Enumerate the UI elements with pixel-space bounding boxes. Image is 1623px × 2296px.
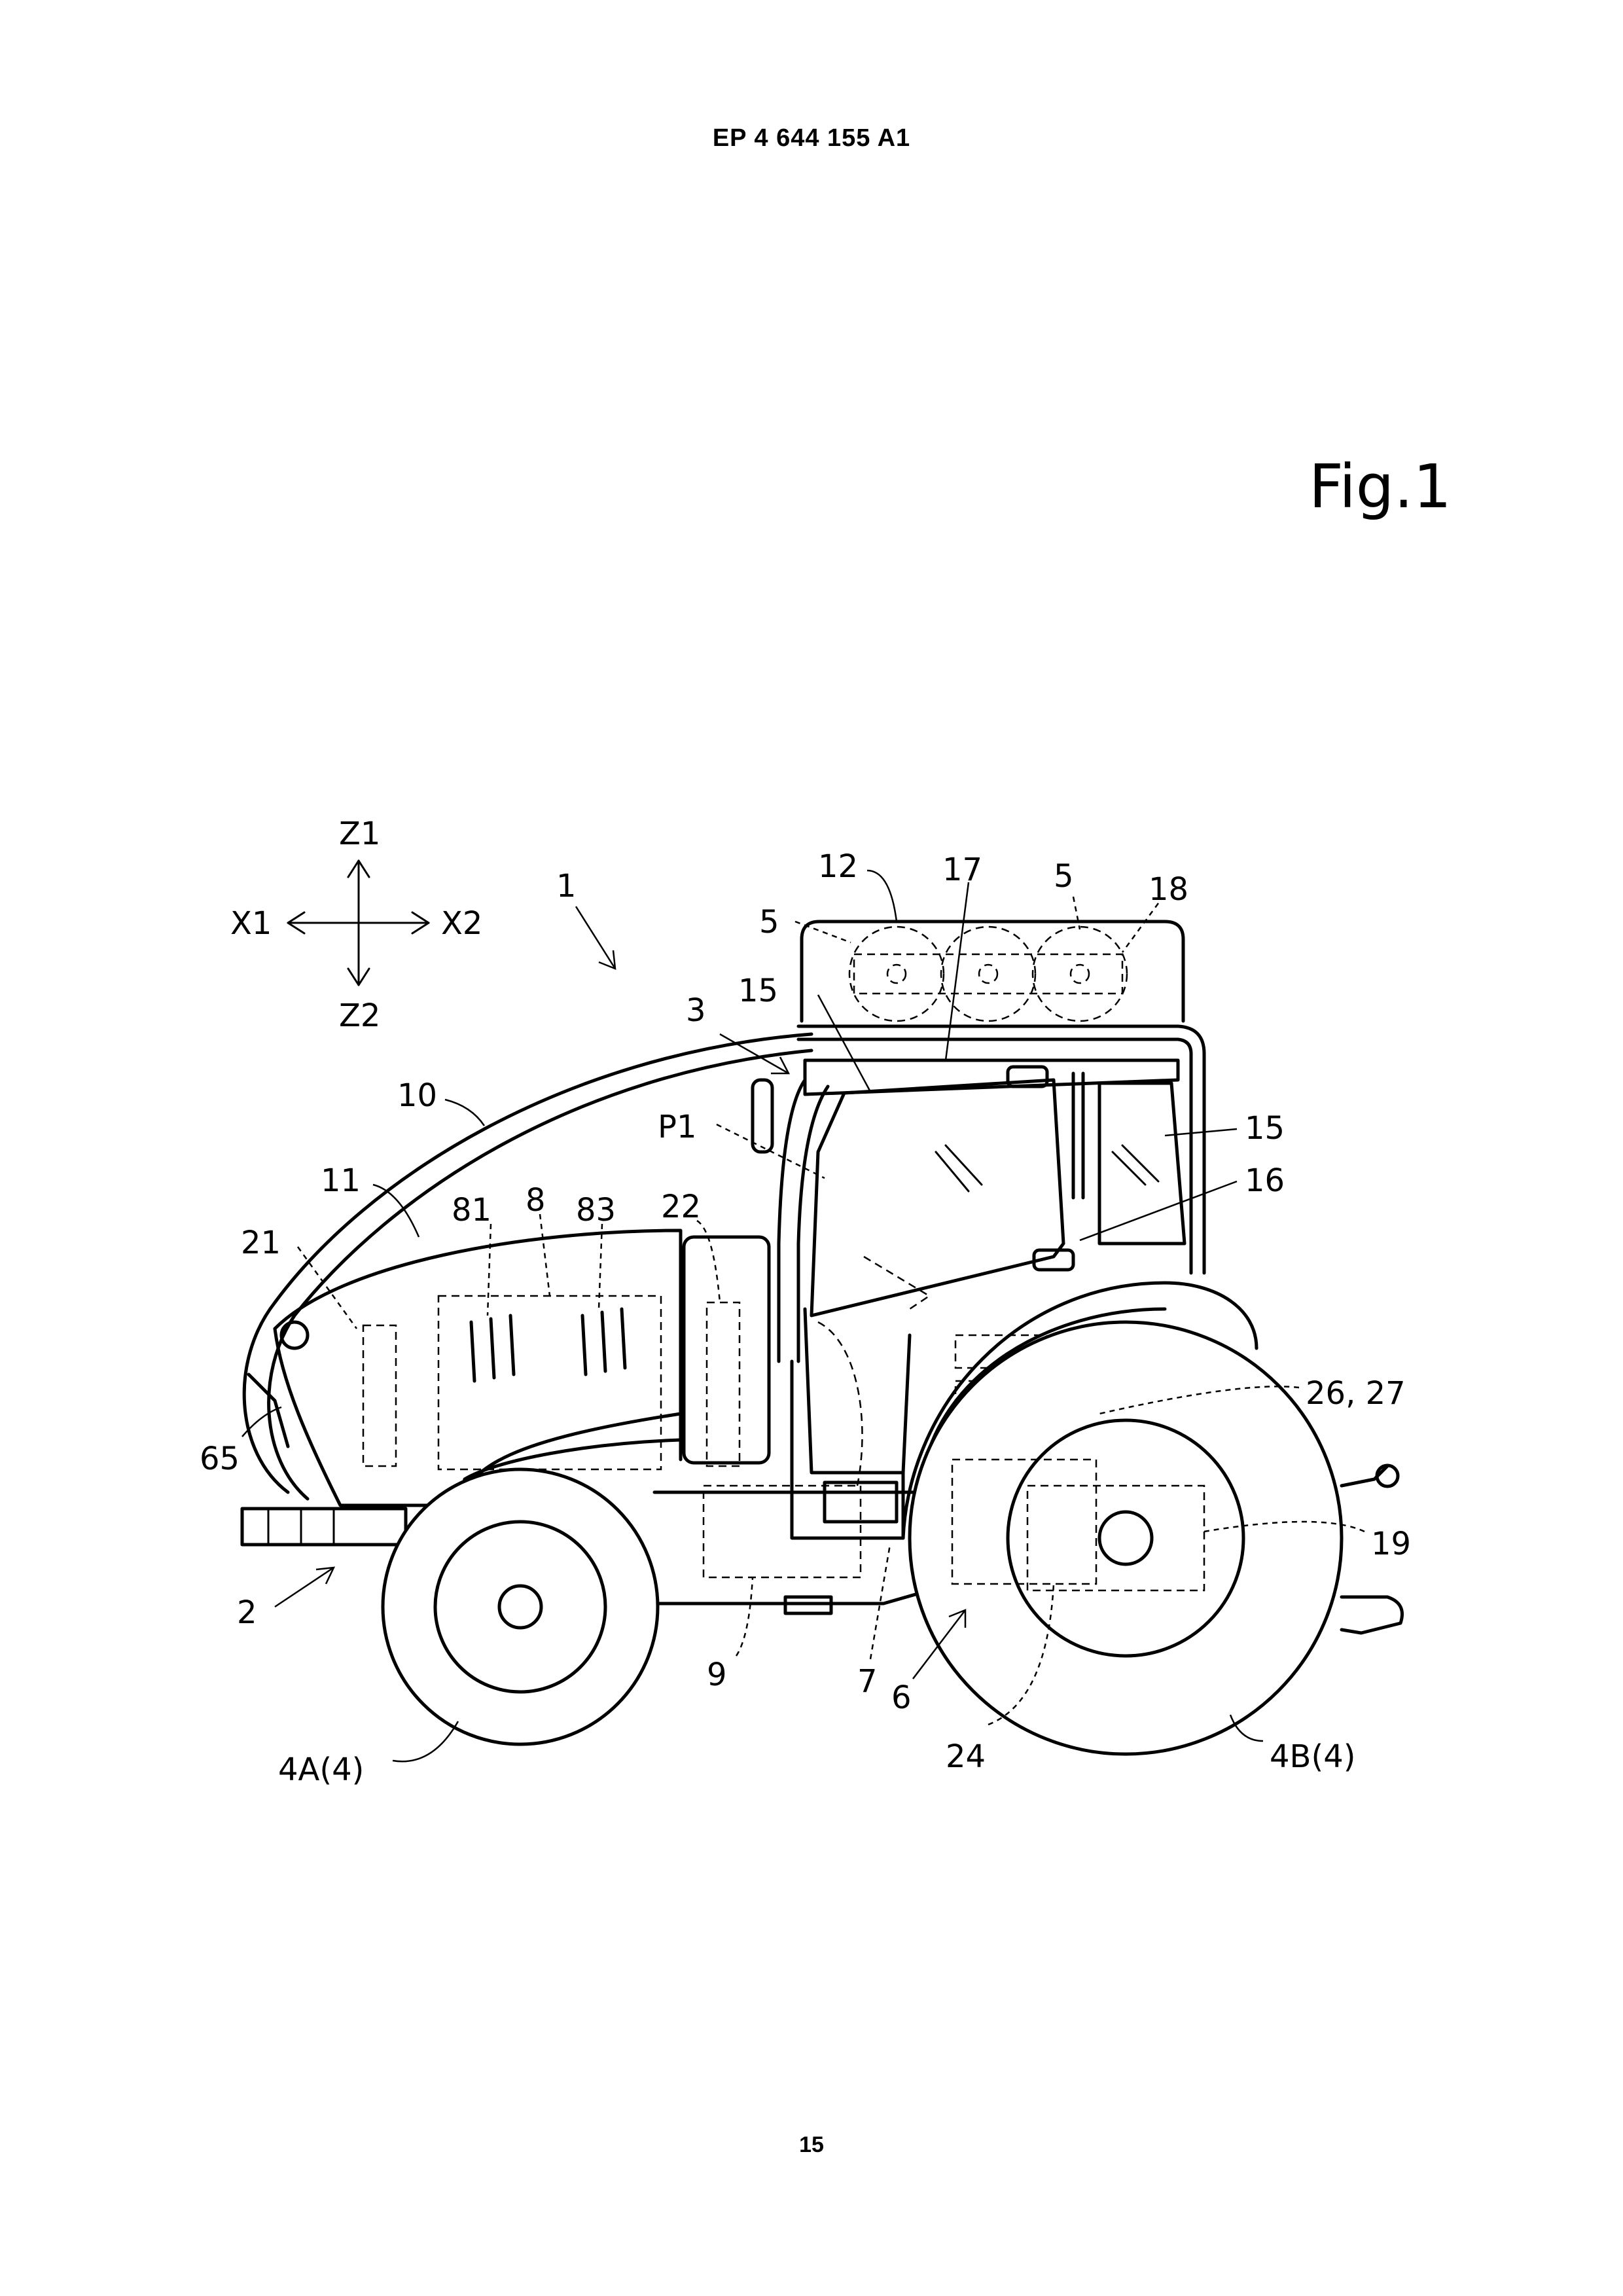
label-4b: 4B(4): [1270, 1738, 1355, 1775]
label-22: 22: [661, 1189, 701, 1225]
label-24: 24: [946, 1738, 986, 1775]
axis-label-z2: Z2: [339, 997, 380, 1034]
label-83: 83: [576, 1192, 616, 1229]
hood: [244, 1034, 812, 1505]
label-2: 2: [237, 1594, 257, 1631]
label-15-right: 15: [1245, 1110, 1285, 1147]
label-11: 11: [321, 1162, 361, 1199]
label-15-top: 15: [738, 973, 778, 1009]
label-81: 81: [452, 1192, 491, 1229]
label-8: 8: [526, 1182, 546, 1219]
label-12: 12: [818, 848, 858, 885]
axis-label-x2: X2: [441, 905, 482, 942]
label-26-27: 26, 27: [1306, 1375, 1406, 1412]
front-weights: [242, 1509, 406, 1545]
label-5-right: 5: [1054, 858, 1074, 895]
label-18: 18: [1149, 871, 1188, 908]
label-19: 19: [1371, 1526, 1411, 1562]
axis-label-x1: X1: [230, 905, 272, 942]
label-5-left: 5: [759, 904, 779, 941]
axis-label-z1: Z1: [339, 816, 380, 852]
label-p1: P1: [658, 1109, 696, 1145]
label-9: 9: [707, 1657, 727, 1693]
direction-indicator: Z1 Z2 X1 X2: [230, 816, 482, 1034]
label-1: 1: [556, 868, 577, 905]
label-21: 21: [241, 1225, 281, 1261]
label-3: 3: [686, 992, 706, 1029]
label-7: 7: [857, 1663, 878, 1700]
label-17: 17: [942, 852, 982, 888]
roof-unit: [802, 922, 1183, 1021]
label-10: 10: [397, 1077, 437, 1114]
label-16: 16: [1245, 1162, 1285, 1199]
front-wheel: [383, 1469, 658, 1744]
label-65: 65: [200, 1441, 240, 1477]
label-6: 6: [891, 1679, 912, 1716]
label-4a: 4A(4): [278, 1751, 364, 1788]
